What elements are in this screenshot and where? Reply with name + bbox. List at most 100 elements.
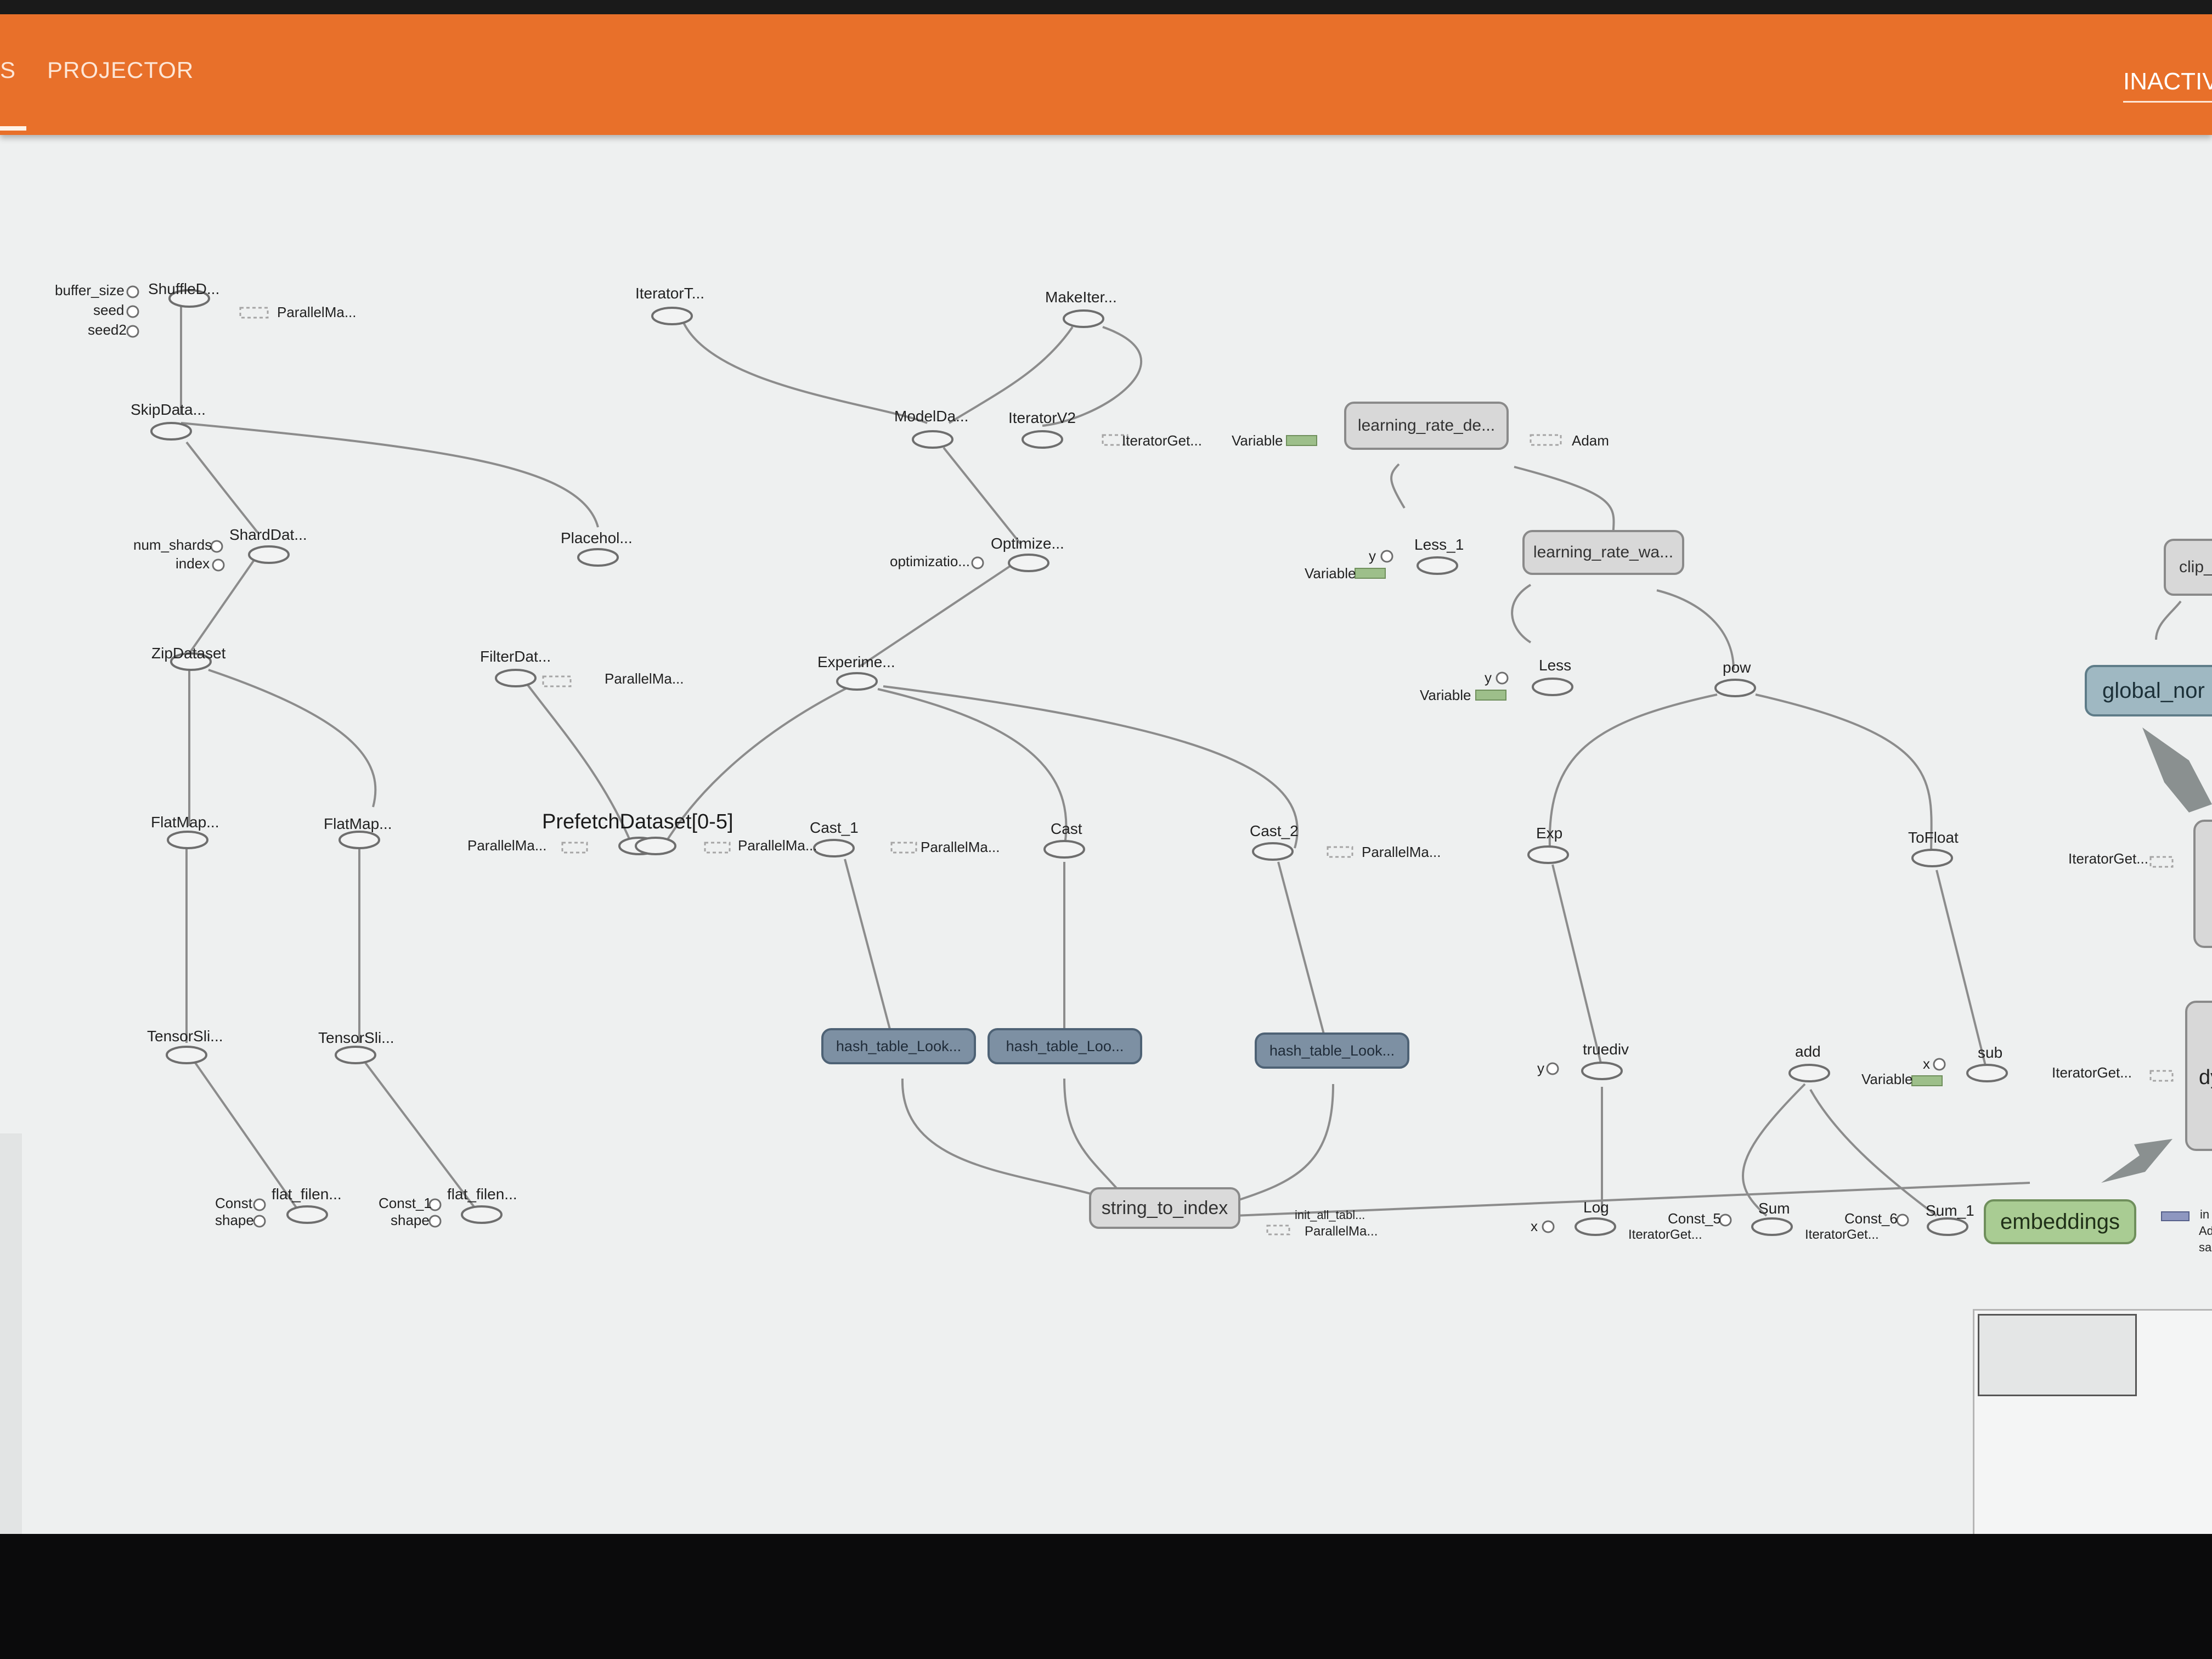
input-port [1380,550,1393,563]
op-node[interactable] [495,669,537,687]
op-node[interactable] [1527,845,1569,864]
global-norm-node[interactable]: global_nor [2085,665,2212,716]
op-node[interactable] [912,430,953,449]
edge [1042,326,1143,427]
variable-icon [1355,568,1386,579]
op-node[interactable] [167,831,208,849]
node-label: ParallelMa... [738,837,817,854]
op-node[interactable] [150,422,192,441]
edge [1809,1089,1938,1217]
inactive-dropdown[interactable]: INACTIV [2123,68,2212,95]
clipped-node[interactable] [2193,820,2212,948]
edge [1551,864,1603,1068]
op-node[interactable] [1581,1062,1623,1080]
edge [943,447,1022,545]
hash-table-lookup-node-3[interactable]: hash_table_Look... [1255,1032,1409,1069]
edge [180,422,599,528]
tab-prev[interactable]: S [0,57,16,83]
hash-table-lookup-node-1[interactable]: hash_table_Look... [821,1028,976,1064]
embeddings-node[interactable]: embeddings [1984,1199,2136,1244]
op-node[interactable] [1252,842,1294,861]
op-node[interactable] [170,652,212,671]
clipped-node[interactable] [2185,1001,2212,1151]
node-label: Exp [1536,825,1562,842]
input-port [1896,1214,1909,1227]
node-label: FlatMap... [324,815,392,832]
node-label: IteratorGet... [1805,1227,1879,1242]
op-node[interactable] [651,307,693,325]
node-label: IteratorGet... [1628,1227,1702,1242]
op-node[interactable] [1927,1217,1968,1236]
op-node[interactable] [1714,679,1756,697]
node-label: y [1369,548,1376,564]
op-node[interactable] [286,1205,328,1224]
edge [1327,846,1353,858]
arrow-icon [2142,727,2212,812]
variable-icon [1911,1075,1943,1086]
op-node[interactable] [1788,1064,1830,1082]
node-label: Ad [2199,1224,2212,1238]
minimap-viewport[interactable] [1978,1314,2137,1396]
edge [1514,466,1615,541]
op-node[interactable] [335,1046,376,1064]
node-label: Experime... [817,653,895,670]
tab-projector[interactable]: PROJECTOR [47,57,194,83]
op-node[interactable] [1417,556,1458,575]
node-label: IteratorV2 [1008,409,1076,426]
edge [948,326,1074,424]
node-label: sa [2199,1240,2212,1254]
op-node[interactable] [166,1046,207,1064]
active-tab-indicator [0,126,26,131]
learning-rate-decay-node[interactable]: learning_rate_de... [1344,402,1509,450]
string-to-index-node[interactable]: string_to_index [1089,1187,1240,1229]
node-label: dy [2199,1066,2212,1089]
op-node[interactable] [1911,849,1953,867]
node-label: ZipDataset [151,645,226,662]
op-node[interactable] [577,548,619,567]
node-label: Adam [1572,432,1609,449]
edge [1656,589,1735,670]
monitor-bezel-top [0,0,2212,14]
node-label: y [1485,669,1492,686]
node-label: ParallelMa... [1305,1224,1378,1239]
edge [1742,1083,1806,1217]
learning-rate-warmup-node[interactable]: learning_rate_wa... [1522,530,1684,575]
node-label: x [1923,1056,1930,1072]
node-label: Variable [1305,565,1356,582]
node-label: flat_filen... [272,1186,342,1203]
graph-minimap[interactable] [1973,1309,2212,1534]
op-node[interactable] [1532,678,1573,696]
node-label: Const_5 [1668,1210,1721,1227]
op-node[interactable] [1022,430,1063,449]
variable-icon [2161,1211,2190,1221]
edge [1063,1078,1131,1206]
node-label: Placehol... [561,529,633,546]
op-node[interactable] [338,831,380,849]
edge [1277,861,1329,1049]
op-node[interactable] [1966,1064,2008,1082]
node-label: Cast_2 [1250,822,1299,839]
node-label: y [1537,1060,1544,1076]
input-port [428,1215,442,1228]
input-port [428,1198,442,1211]
op-node[interactable] [461,1205,503,1224]
node-label: ParallelMa... [467,837,547,854]
op-node[interactable] [1043,840,1085,859]
edge [1390,463,1406,509]
op-node[interactable] [1063,309,1104,328]
hash-table-lookup-node-2[interactable]: hash_table_Loo... [988,1028,1142,1064]
op-node[interactable] [836,672,878,691]
edge [194,1061,297,1209]
op-node[interactable] [1008,554,1049,572]
op-node[interactable] [635,837,676,855]
node-label: Const_6 [1844,1210,1898,1227]
op-node[interactable] [168,289,210,308]
graph-canvas[interactable]: buffer_size seed seed2 ShuffleD... Paral… [0,14,2212,1534]
op-node[interactable] [248,545,290,564]
input-port [1719,1214,1732,1227]
node-label: ModelDa... [894,408,968,425]
clip-node[interactable]: clip_ [2164,539,2212,596]
op-node[interactable] [813,839,855,857]
op-node[interactable] [1575,1217,1616,1236]
op-node[interactable] [1751,1217,1793,1236]
